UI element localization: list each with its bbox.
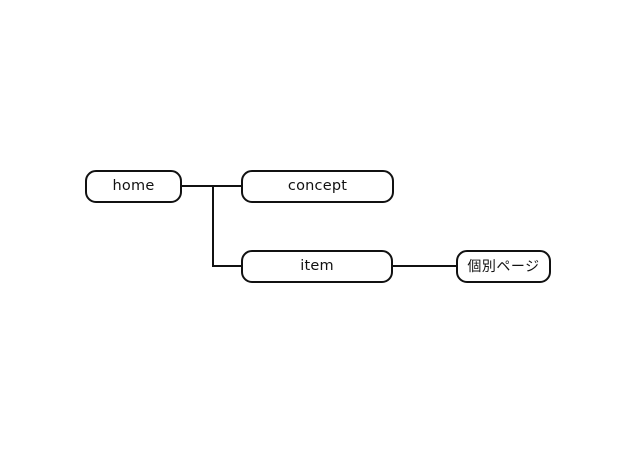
node-detail-page-label: 個別ページ xyxy=(467,258,540,275)
node-home-label: home xyxy=(112,178,155,195)
node-item[interactable]: item xyxy=(241,250,393,283)
edge-home-to-item xyxy=(212,185,242,267)
node-concept-label: concept xyxy=(287,178,348,195)
node-concept[interactable]: concept xyxy=(241,170,394,203)
node-detail-page[interactable]: 個別ページ xyxy=(456,250,551,283)
node-home[interactable]: home xyxy=(85,170,182,203)
node-item-label: item xyxy=(300,258,334,275)
